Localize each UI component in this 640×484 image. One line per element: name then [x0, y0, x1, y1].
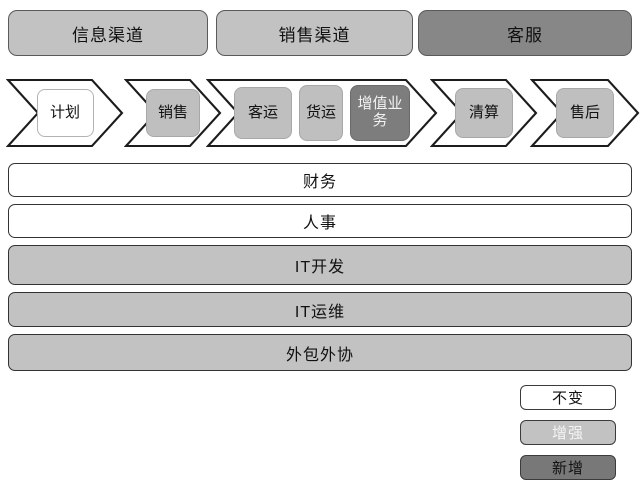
process-box-settlement[interactable]: 清算: [455, 88, 513, 138]
process-box-aftersales[interactable]: 售后: [556, 88, 614, 138]
process-stage-aftersales: 售后: [530, 78, 640, 148]
support-bar-label: IT开发: [294, 259, 346, 276]
legend-label: 新增: [551, 460, 584, 477]
process-stage-transport: 客运 货运 增值业务: [206, 78, 438, 148]
process-box-plan[interactable]: 计划: [36, 89, 94, 137]
process-box-label: 售后: [569, 103, 600, 121]
process-box-label: 客运: [247, 103, 278, 121]
process-box-freight-transport[interactable]: 货运: [299, 85, 343, 141]
support-bar-outsourcing[interactable]: 外包外协: [8, 334, 632, 371]
legend-item-unchanged: 不变: [520, 385, 616, 410]
channel-box-sales[interactable]: 销售渠道: [216, 10, 413, 56]
channel-label: 销售渠道: [278, 25, 351, 45]
channel-row: 信息渠道 销售渠道 客服: [8, 10, 632, 58]
channel-box-information[interactable]: 信息渠道: [8, 10, 208, 56]
support-bar-it-operations[interactable]: IT运维: [8, 292, 632, 327]
support-bar-it-development[interactable]: IT开发: [8, 245, 632, 285]
support-bar-label: 人事: [302, 215, 337, 232]
support-bar-label: 外包外协: [285, 346, 354, 364]
support-bar-label: IT运维: [294, 303, 346, 321]
legend-item-enhanced: 增强: [520, 420, 616, 445]
process-box-label: 销售: [157, 103, 188, 121]
legend-item-new: 新增: [520, 455, 616, 480]
legend-label: 增强: [551, 425, 584, 442]
process-box-label: 货运: [306, 103, 337, 121]
process-stage-settlement: 清算: [430, 78, 538, 148]
process-stage-plan: 计划: [6, 78, 124, 148]
process-box-label: 计划: [49, 103, 80, 121]
process-box-value-added-services[interactable]: 增值业务: [350, 85, 410, 141]
legend-label: 不变: [551, 390, 584, 407]
process-stage-sales: 销售: [124, 78, 222, 148]
channel-label: 信息渠道: [72, 25, 144, 45]
support-bar-hr[interactable]: 人事: [8, 204, 632, 238]
support-bar-finance[interactable]: 财务: [8, 163, 632, 197]
process-box-label: 清算: [468, 103, 499, 121]
channel-label: 客服: [507, 25, 543, 45]
process-box-passenger-transport[interactable]: 客运: [234, 87, 292, 139]
channel-box-customer-service[interactable]: 客服: [418, 10, 632, 56]
process-chain-row: 计划 销售 客运 货运 增值业务 清算 售后: [0, 78, 640, 148]
process-box-sales[interactable]: 销售: [146, 89, 200, 137]
support-bar-label: 财务: [302, 174, 337, 191]
process-box-label: 增值业务: [357, 95, 403, 129]
